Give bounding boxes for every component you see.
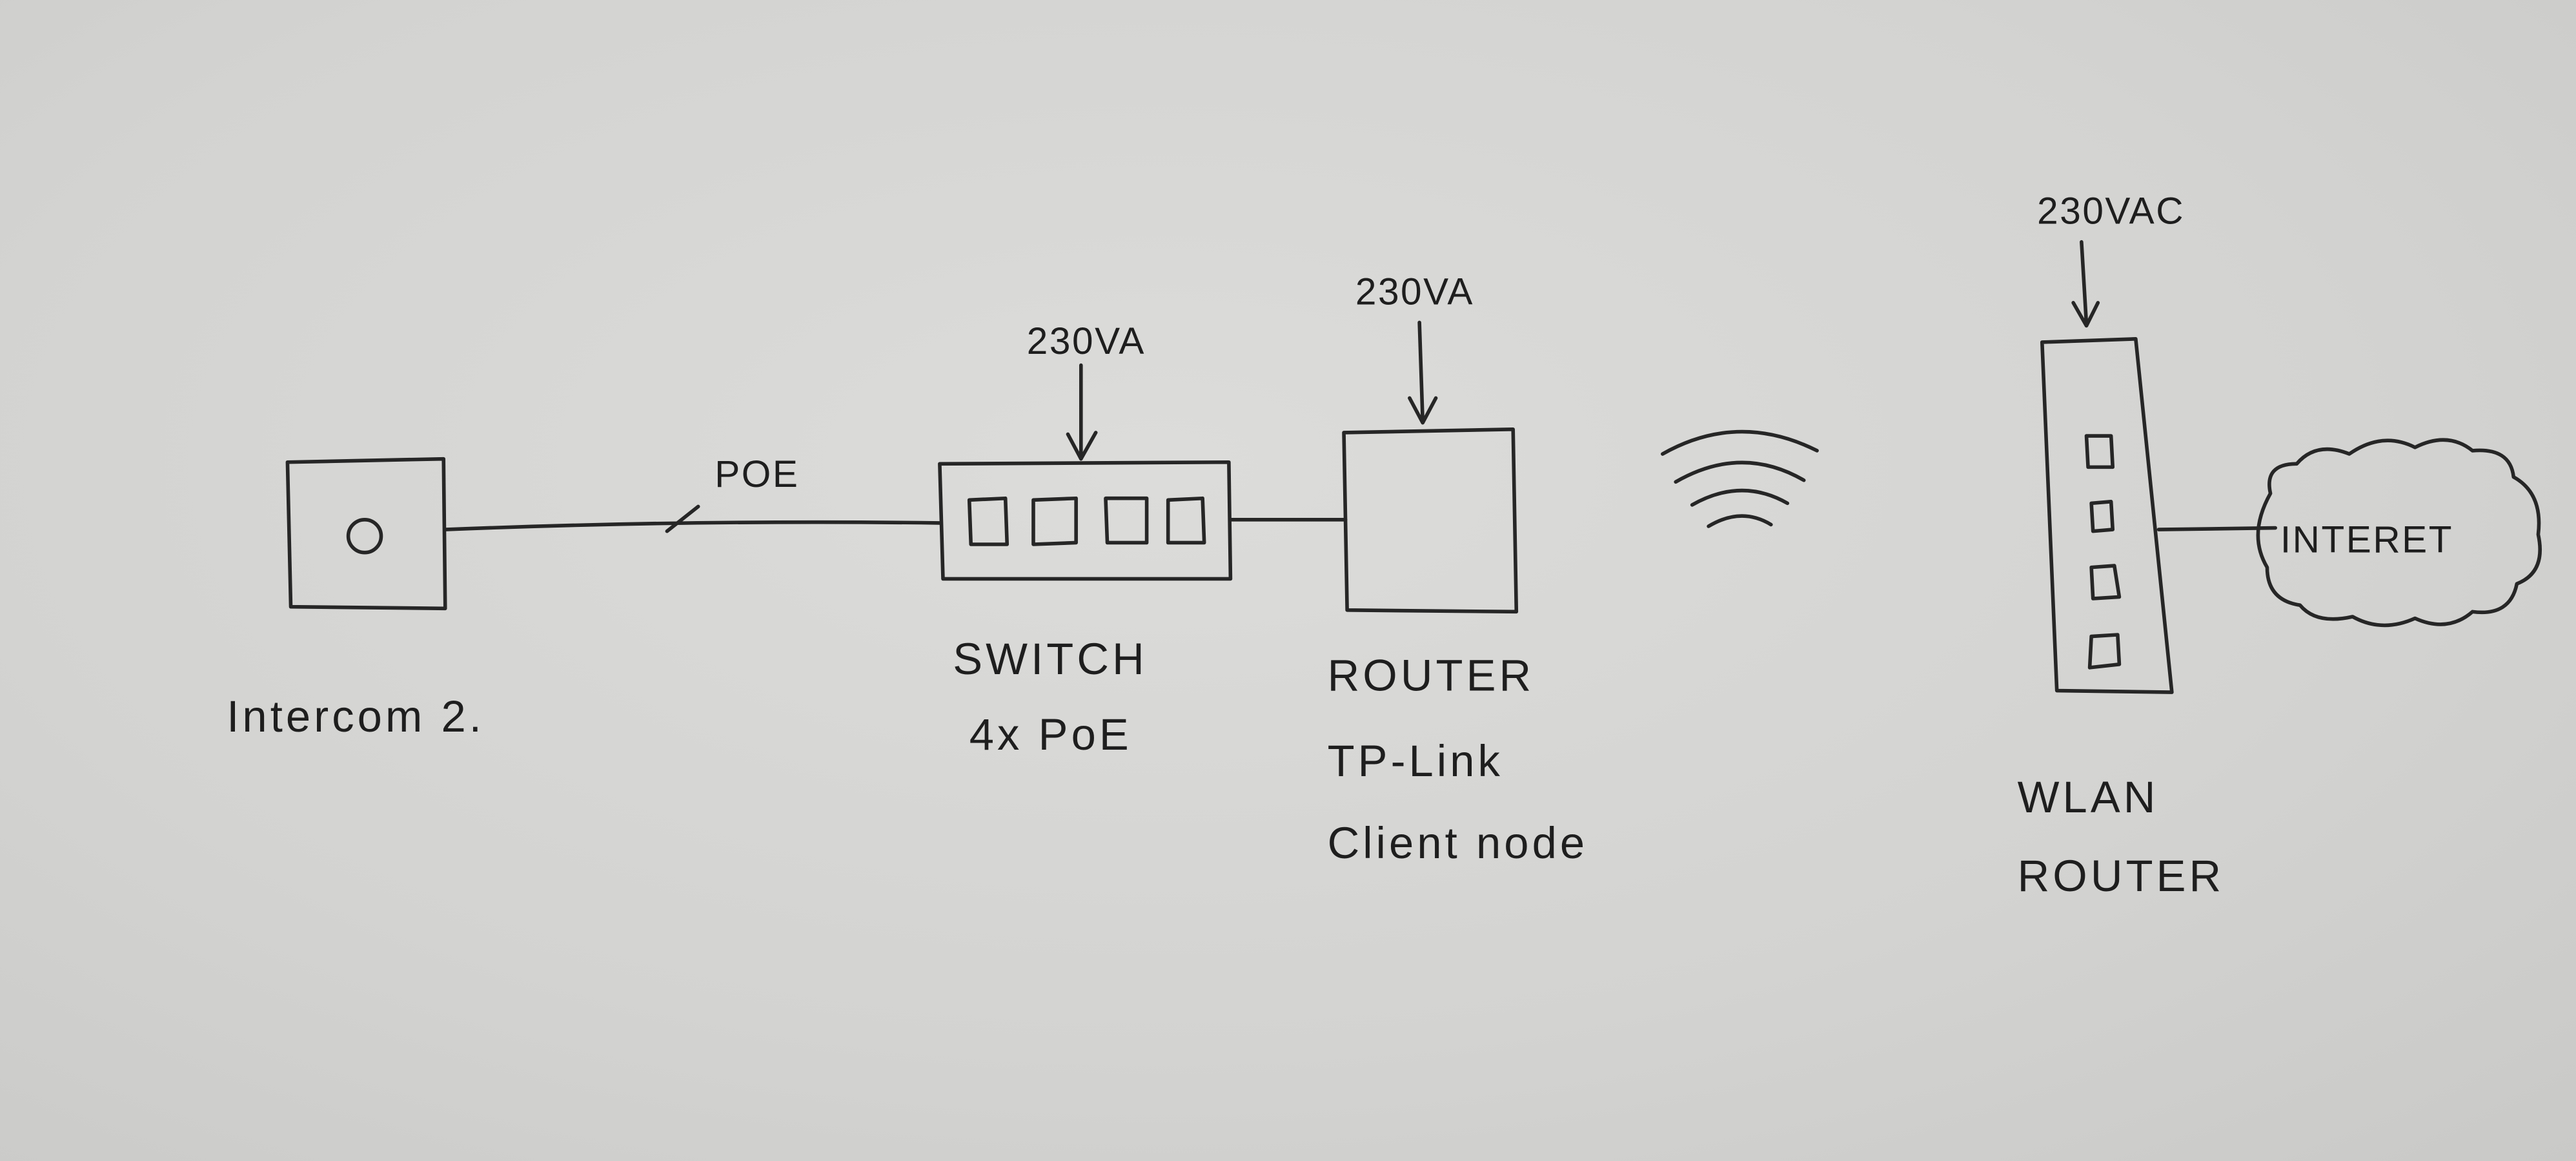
- router-label-line1: ROUTER: [1328, 651, 1535, 701]
- wlan-router-port: [2087, 633, 2122, 670]
- wlan-router-device: [2040, 337, 2174, 694]
- poe-cable: [443, 520, 942, 531]
- wlan-router-port: [2089, 564, 2122, 601]
- wlan-router-label-line2: ROUTER: [2018, 851, 2225, 901]
- wlan-router-label-line1: WLAN: [2018, 772, 2159, 822]
- router-power-label: 230VA: [1355, 271, 1474, 313]
- router-power-arrow-icon: [1408, 320, 1438, 425]
- switch-port: [967, 496, 1009, 546]
- internet-label: INTERET: [2280, 519, 2453, 561]
- switch-power-label: 230VA: [1027, 320, 1146, 362]
- switch-device: [938, 460, 1233, 581]
- switch-power-arrow-icon: [1066, 363, 1098, 461]
- router-device: [1342, 427, 1519, 614]
- router-label-line3: Client node: [1328, 818, 1588, 868]
- intercom-device: [285, 457, 447, 611]
- switch-label-line1: SWITCH: [953, 634, 1148, 684]
- wlan-router-port: [2089, 500, 2115, 533]
- wifi-icon: [1661, 429, 1819, 528]
- switch-label-line2: 4x PoE: [969, 710, 1132, 759]
- wan-cable: [2156, 526, 2278, 531]
- switch-port: [1031, 496, 1078, 546]
- intercom-label: Intercom 2.: [227, 692, 485, 741]
- switch-port: [1166, 496, 1206, 545]
- wlan-router-port: [2084, 434, 2115, 469]
- wlan-router-power-label: 230VAC: [2037, 190, 2185, 232]
- switch-port: [1104, 496, 1149, 545]
- router-label-line2: TP-Link: [1328, 736, 1503, 786]
- cloud-icon: [2256, 438, 2542, 628]
- wlan-router-power-arrow-icon: [2071, 240, 2100, 328]
- poe-cable-tick: [665, 504, 700, 533]
- intercom-button-icon: [346, 518, 383, 555]
- poe-link-label: POE: [715, 453, 799, 495]
